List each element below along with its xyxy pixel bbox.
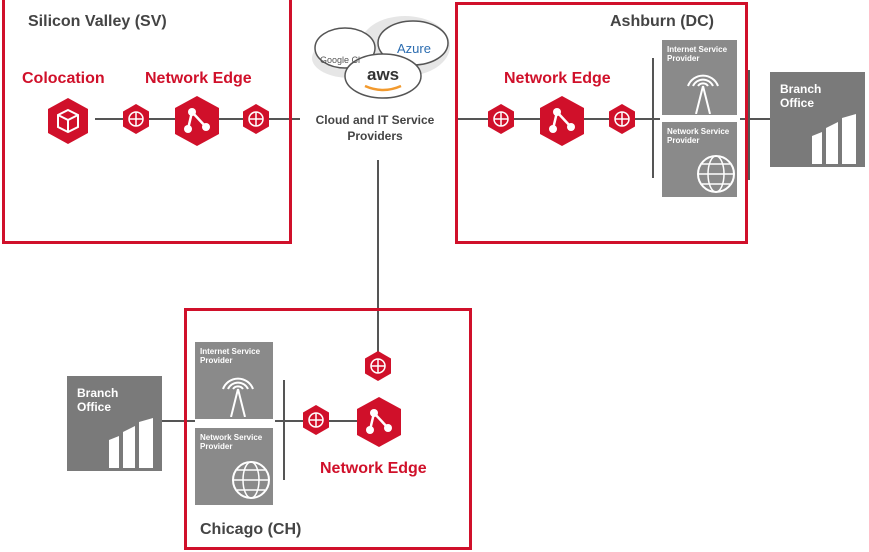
bracket-dc-right — [748, 70, 750, 180]
aws-text: aws — [367, 65, 399, 84]
connector-icon-ch-top — [362, 350, 394, 382]
network-edge-icon-ch — [352, 395, 406, 449]
cloud-icon: Google Cl Azure aws — [305, 8, 455, 103]
network-edge-label-ch: Network Edge — [320, 460, 427, 477]
isp-label-ch: Internet Service Provider — [200, 347, 261, 365]
building-icon — [109, 418, 153, 468]
connector-icon-sv-2 — [240, 103, 272, 135]
network-edge-label-dc: Network Edge — [504, 70, 611, 87]
network-edge-icon-sv — [170, 94, 224, 148]
branch-label-dc: Branch Office — [780, 82, 822, 110]
nsp-label-ch: Network Service Provider — [200, 433, 263, 451]
globe-icon — [697, 155, 735, 193]
connector-icon-dc-1 — [485, 103, 517, 135]
nsp-label-dc: Network Service Provider — [667, 127, 730, 145]
line-ch-vertical — [377, 160, 379, 355]
branch-office-dc: Branch Office — [770, 72, 865, 167]
cloud-label-line1: Cloud and IT Service — [315, 113, 435, 127]
google-cloud-text: Google Cl — [320, 55, 360, 65]
building-icon — [812, 114, 856, 164]
globe-icon — [232, 461, 270, 499]
region-silicon-valley — [2, 0, 292, 244]
network-edge-icon-dc — [535, 94, 589, 148]
network-service-provider-dc: Network Service Provider — [662, 122, 737, 197]
region-title-dc: Ashburn (DC) — [610, 13, 714, 30]
cloud-providers-label: Cloud and IT Service Providers — [295, 112, 455, 144]
bracket-dc-left — [652, 58, 654, 178]
colocation-cube-icon — [43, 96, 93, 146]
branch-label-ch: Branch Office — [77, 386, 119, 414]
connector-icon-sv-1 — [120, 103, 152, 135]
network-edge-label-sv: Network Edge — [145, 70, 252, 87]
bracket-ch-right — [283, 380, 285, 480]
region-chicago — [184, 308, 472, 550]
region-title-sv: Silicon Valley (SV) — [28, 13, 167, 30]
region-title-ch: Chicago (CH) — [200, 521, 302, 538]
colocation-label: Colocation — [22, 70, 105, 87]
connector-icon-ch-left — [300, 404, 332, 436]
region-ashburn — [455, 2, 748, 244]
antenna-tower-icon — [687, 74, 719, 114]
antenna-tower-icon — [222, 377, 254, 417]
line-ch-branch — [160, 420, 195, 422]
branch-office-ch: Branch Office — [67, 376, 162, 471]
azure-text: Azure — [397, 41, 431, 56]
cloud-label-line2: Providers — [347, 129, 403, 143]
connector-icon-dc-2 — [606, 103, 638, 135]
isp-label-dc: Internet Service Provider — [667, 45, 728, 63]
line-dc-branch — [740, 118, 770, 120]
internet-service-provider-ch: Internet Service Provider — [195, 342, 273, 419]
internet-service-provider-dc: Internet Service Provider — [662, 40, 737, 115]
network-service-provider-ch: Network Service Provider — [195, 428, 273, 505]
